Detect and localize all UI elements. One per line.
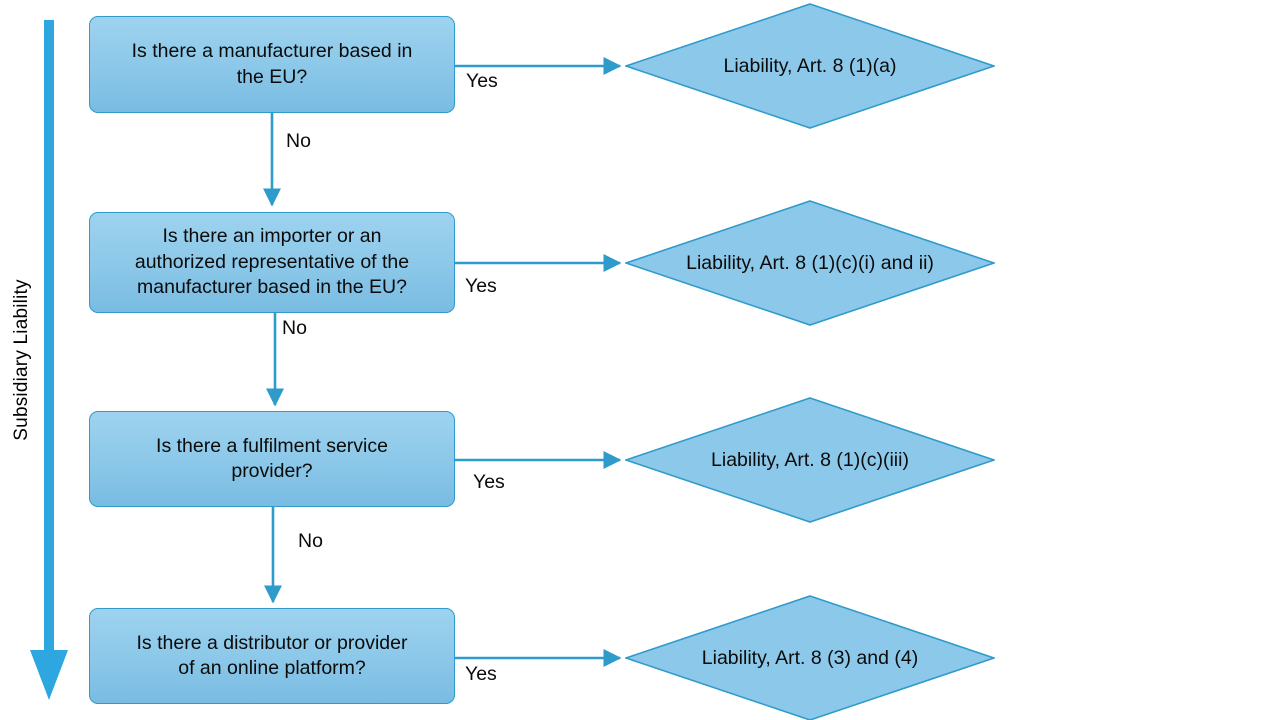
decision-line: Is there an importer or an: [162, 225, 382, 248]
edge-label-yes-2: Yes: [465, 275, 497, 297]
outcome-line: Liability,: [701, 646, 771, 669]
outcome-diamond-liability-art-8-3-and-4[interactable]: Liability, Art. 8 (3) and (4): [625, 595, 995, 720]
edge-label-yes-1: Yes: [466, 70, 498, 92]
decision-box-distributor-or-online-platform[interactable]: Is there a distributor or provider of an…: [89, 608, 455, 704]
outcome-diamond-liability-art-8-1-c-i-and-ii[interactable]: Liability, Art. 8 (1)(c)(i) and ii): [625, 200, 995, 326]
decision-line: Is there a fulfilment service: [156, 434, 388, 457]
decision-line: manufacturer based in the EU?: [137, 276, 407, 299]
outcome-line: Art. 8 (1)(c)(iii): [784, 448, 909, 471]
outcome-text: Liability, Art. 8 (3) and (4): [625, 595, 995, 720]
outcome-line: Art. 8 (3) and (4): [775, 646, 919, 669]
edge-label-yes-3: Yes: [473, 471, 505, 493]
decision-line: provider?: [231, 460, 313, 482]
diamond-shape: [625, 397, 995, 523]
decision-box-manufacturer[interactable]: Is there a manufacturer based in the EU?: [89, 16, 455, 113]
outcome-text: Liability, Art. 8 (1)(c)(iii): [625, 397, 995, 523]
edge-label-no-2: No: [282, 317, 307, 339]
decision-line: Is there a manufacturer based in: [131, 40, 413, 63]
diamond-shape: [625, 595, 995, 720]
outcome-line: Liability,: [711, 448, 781, 471]
outcome-diamond-liability-art-8-1-a[interactable]: Liability, Art. 8 (1)(a): [625, 3, 995, 129]
outcome-line: Art. 8 (1)(c)(i): [759, 251, 876, 274]
outcome-line: Art. 8 (1)(a): [796, 54, 897, 77]
decision-box-importer-or-authorized-rep[interactable]: Is there an importer or an authorized re…: [89, 212, 455, 313]
decision-line: Is there a distributor or provider: [136, 631, 408, 654]
outcome-line: and ii): [880, 251, 934, 274]
outcome-line: Liability,: [686, 251, 756, 274]
outcome-diamond-liability-art-8-1-c-iii[interactable]: Liability, Art. 8 (1)(c)(iii): [625, 397, 995, 523]
decision-line: authorized representative of the: [134, 250, 410, 273]
outcome-text: Liability, Art. 8 (1)(c)(i) and ii): [625, 200, 995, 326]
edge-label-no-1: No: [286, 130, 311, 152]
edge-label-yes-4: Yes: [465, 663, 497, 685]
diamond-shape: [625, 200, 995, 326]
decision-line: the EU?: [236, 65, 308, 88]
outcome-line: Liability,: [723, 54, 793, 77]
outcome-text: Liability, Art. 8 (1)(a): [625, 3, 995, 129]
edge-label-no-3: No: [298, 530, 323, 552]
decision-line: of an online platform?: [178, 657, 366, 679]
decision-box-fulfilment-service-provider[interactable]: Is there a fulfilment service provider?: [89, 411, 455, 507]
axis-label-subsidiary-liability: Subsidiary Liability: [11, 279, 32, 441]
diamond-shape: [625, 3, 995, 129]
axis-label-container: Subsidiary Liability: [2, 0, 42, 720]
